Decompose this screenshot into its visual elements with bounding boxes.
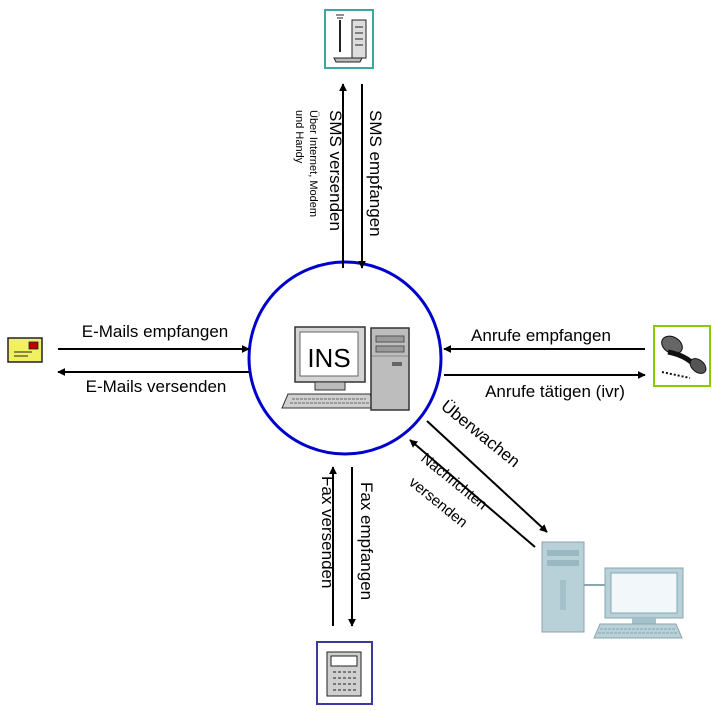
workstation-icon [541,541,684,639]
fax-send-label: Fax versenden [318,476,337,588]
messages-arrow [409,439,536,548]
calls-place-label: Anrufe tätigen (ivr) [485,382,625,401]
email-send-label: E-Mails versenden [86,377,227,396]
sms-send-label: SMS versenden [326,110,345,231]
calls-receive-label: Anrufe empfangen [471,326,611,345]
hub-label: INS [307,343,350,373]
sms-send-note-line-1: Über Internet, Modem [307,110,319,217]
email-receive-label: E-Mails empfangen [82,322,228,341]
email-envelope-icon [7,337,43,363]
telephone-handset-icon [653,325,711,387]
fax-machine-icon [316,641,373,705]
monitor-label: Überwachen [437,396,523,471]
fax-receive-label: Fax empfangen [357,482,376,600]
monitor-arrow [426,420,548,533]
hub-computer-icon [281,326,410,411]
cordless-phone-icon [324,9,374,69]
sms-send-note-line-2: und Handy [293,110,305,164]
sms-receive-label: SMS empfangen [366,110,385,237]
